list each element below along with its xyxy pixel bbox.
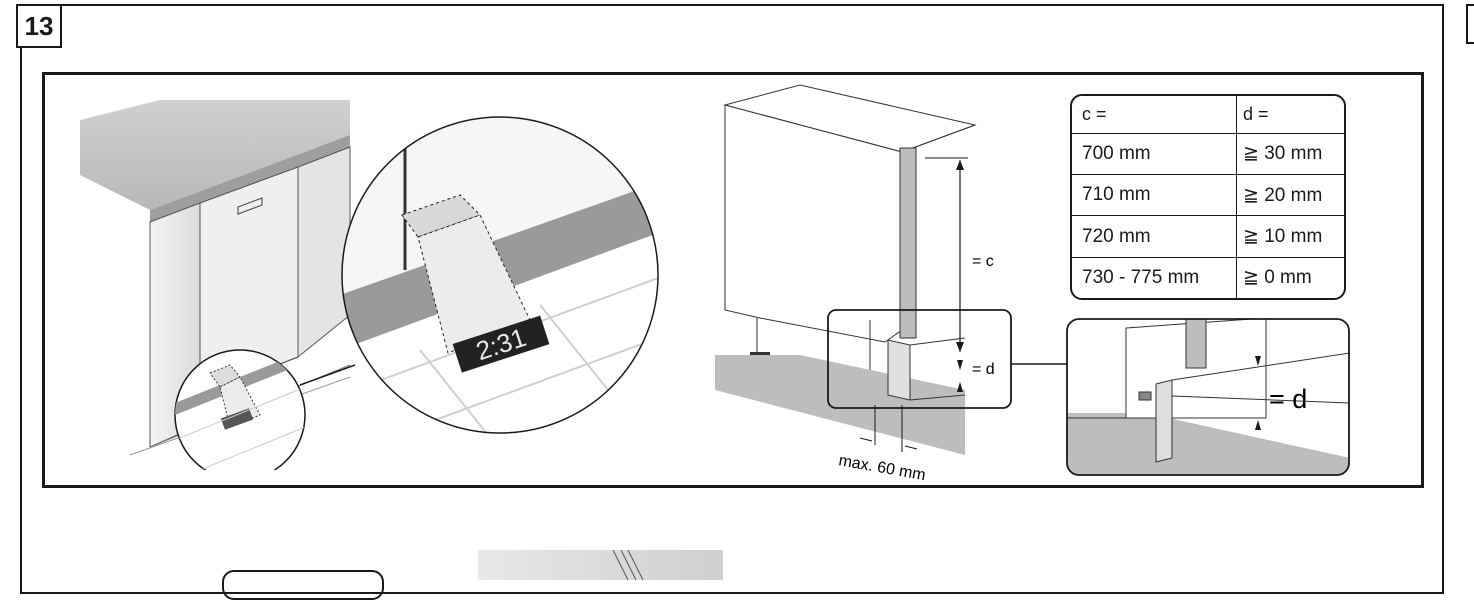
- label-c: = c: [972, 253, 994, 270]
- kitchen-illustration: 2:31: [80, 100, 659, 470]
- floor: [715, 355, 965, 455]
- table-cell-d: ≧ 10 mm: [1236, 215, 1344, 258]
- dimension-d-zoom: = d: [1255, 356, 1307, 430]
- floor-projection-large-circle: 2:31: [341, 116, 659, 434]
- door-panel: [887, 337, 966, 401]
- table-row: 700 mm ≧ 30 mm: [1072, 133, 1344, 176]
- dimension-c: = c: [925, 157, 994, 352]
- next-step-frame-edge: [1466, 4, 1474, 44]
- table-row: 720 mm ≧ 10 mm: [1072, 215, 1344, 258]
- label-d: = d: [972, 361, 995, 378]
- worktop: [80, 100, 350, 222]
- table-cell-c: 700 mm: [1072, 133, 1237, 176]
- table-cell-c: 730 - 775 mm: [1072, 257, 1237, 298]
- table-cell-c: 720 mm: [1072, 215, 1237, 258]
- step-number: 13: [16, 4, 62, 48]
- dimension-illustration: = c = d max. 60 mm: [715, 84, 1068, 484]
- table-cell-d: ≧ 0 mm: [1243, 267, 1312, 289]
- dimension-table: c = d = 700 mm ≧ 30 mm 710 mm ≧ 20 mm 72…: [1070, 94, 1346, 300]
- next-section-image: [478, 550, 723, 580]
- label-max: max. 60 mm: [837, 452, 927, 484]
- dimension-d: = d: [957, 360, 995, 392]
- zoom-box: [827, 309, 1012, 409]
- cabinet-side-view: [723, 84, 977, 384]
- table-header-c: c =: [1072, 96, 1237, 134]
- table-header-d: d =: [1236, 96, 1344, 134]
- table-row: 730 - 775 mm ≧ 0 mm: [1072, 257, 1344, 298]
- zoom-connector: [299, 364, 356, 386]
- cabinet-fronts: [129, 146, 351, 456]
- table-row: 710 mm ≧ 20 mm: [1072, 174, 1344, 217]
- next-section-rounded-box: [222, 570, 384, 600]
- table-cell-d: ≧ 30 mm: [1236, 133, 1344, 176]
- table-cell-c: 710 mm: [1072, 174, 1237, 217]
- gap-detail-zoom: = d: [1066, 318, 1350, 476]
- label-d-zoom: = d: [1269, 384, 1307, 414]
- table-cell-d: ≧ 20 mm: [1236, 174, 1344, 217]
- table-header-row: c = d =: [1072, 96, 1344, 134]
